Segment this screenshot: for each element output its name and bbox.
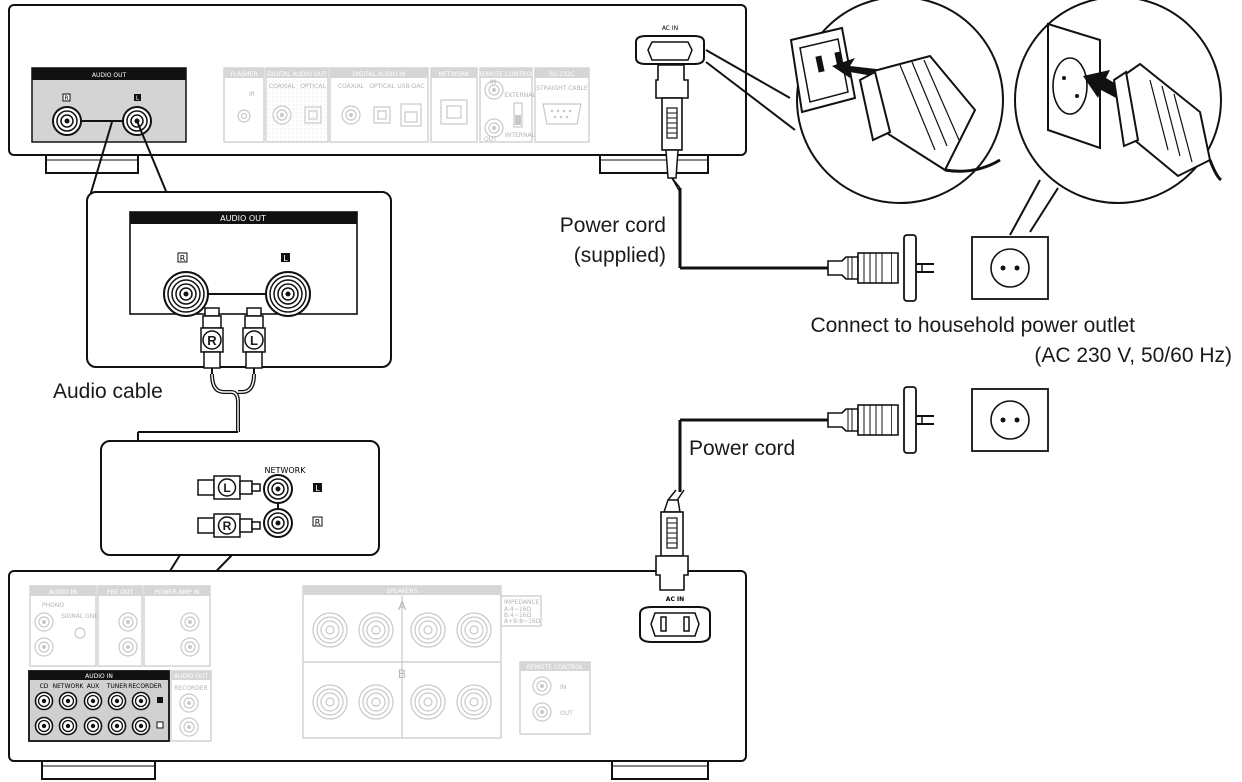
top-unit: AUDIO OUT R L FLASHER IR DIGITAL AUDIO O… (8, 4, 747, 174)
input-aux-label: AUX (87, 683, 100, 690)
top-ac-in: AC IN (635, 25, 705, 65)
speaker-b-label: B (398, 667, 406, 681)
phono-label: PHONO (42, 602, 64, 609)
bottom-audio-in-top-label: AUDIO IN (49, 589, 77, 596)
optical-out-label: OPTICAL (300, 83, 326, 90)
power-cord-label: Power cord (689, 437, 795, 460)
top-audio-out-panel: AUDIO OUT R L (31, 67, 187, 143)
input-recorder-label: RECORDER (128, 683, 162, 690)
input-tuner-label: TUNER (106, 683, 128, 690)
coaxial-out-label: COAXIAL (269, 83, 296, 90)
top-ch-r-label: R (64, 95, 68, 102)
connect-outlet-line2: (AC 230 V, 50/60 Hz) (1034, 344, 1232, 367)
bottom-audio-in-panel: AUDIO IN CD NETWORK AUX TUNER RECORDER (28, 670, 170, 742)
impedance-title: IMPEDANCE (504, 599, 540, 606)
zoom-audio-out-title: AUDIO OUT (220, 214, 266, 223)
recorder-out-label: RECORDER (174, 685, 208, 692)
network-l-plug: L (197, 475, 261, 500)
top-audio-out-r-jack (52, 106, 82, 136)
speaker-a-label: A (398, 599, 406, 613)
power-amp-in-label: POWER AMP IN (154, 589, 199, 596)
zoom-r-plug-label: R (207, 333, 217, 348)
zoom-r-jack (163, 271, 209, 317)
wall-plug-detail-callout (1009, 0, 1223, 236)
bottom-audio-in-label: AUDIO IN (85, 673, 113, 680)
top-audio-out-label: AUDIO OUT (92, 72, 127, 79)
zoom-network-r-jack (263, 508, 293, 538)
zoom-network: NETWORK L R L R (100, 440, 380, 556)
usb-dac-label: USB-DAC (397, 83, 424, 90)
impedance-b: B:4~16Ω (504, 612, 532, 619)
bottom-outlet (971, 388, 1049, 452)
straight-cable-label: STRAIGHT CABLE (536, 85, 588, 92)
bottom-remote-in-label: IN (560, 684, 566, 691)
network-label: NETWORK (439, 71, 471, 78)
bottom-power-cord (655, 418, 828, 591)
top-power-cord (655, 64, 828, 270)
ac-in-detail-callout (705, 0, 1004, 204)
zoom-audio-out: AUDIO OUT R L R L (86, 191, 392, 374)
zoom-network-l-jack (263, 474, 293, 504)
bottom-ac-in: AC IN (639, 596, 711, 643)
internal-label: INTERNAL (505, 132, 535, 139)
signal-gnd-label: SIGNAL GND (61, 613, 99, 620)
network-l-plug-label: L (223, 481, 230, 495)
rs232c-label: RS-232C (549, 71, 575, 78)
impedance-ab: A+B:8~16Ω (504, 618, 541, 625)
zoom-network-ch-l: L (315, 484, 320, 493)
foot-left (45, 154, 139, 174)
bottom-ac-in-label: AC IN (666, 596, 684, 603)
bottom-remote-control-label: REMOTE CONTROL (527, 664, 584, 671)
foot-right (599, 154, 709, 174)
power-cord-supplied-line1: Power cord (560, 214, 666, 237)
zoom-ch-r: R (180, 254, 186, 263)
top-mains-plug (827, 234, 935, 302)
network-r-plug-label: R (223, 519, 232, 533)
remote-in-label: IN (490, 79, 496, 86)
bottom-mains-plug (827, 386, 935, 454)
zoom-l-plug-label: L (250, 333, 258, 348)
zoom-ch-l: L (283, 254, 288, 263)
digital-out-label: DIGITAL AUDIO OUT (267, 71, 327, 78)
top-ch-l-label: L (136, 95, 140, 102)
ir-label: IR (249, 91, 255, 98)
audio-cable-label: Audio cable (53, 380, 163, 403)
input-network-label: NETWORK (53, 683, 85, 690)
power-cord-supplied-line2: (supplied) (574, 244, 666, 267)
top-ghost-sections: FLASHER IR DIGITAL AUDIO OUT COAXIAL OPT… (223, 67, 590, 143)
bottom-remote-out-label: OUT (560, 710, 573, 717)
zoom-network-title: NETWORK (265, 466, 307, 475)
top-ac-in-label: AC IN (662, 25, 678, 32)
bottom-foot-left (41, 760, 156, 780)
speakers-label: SPEAKERS (386, 588, 417, 595)
connect-outlet-line1: Connect to household power outlet (810, 314, 1135, 337)
top-outlet (971, 236, 1049, 300)
remote-out-label: OUT (484, 136, 497, 143)
bottom-foot-right (611, 760, 709, 780)
zoom-r-plug: R (200, 307, 224, 374)
optical-in-label: OPTICAL (369, 83, 395, 90)
pre-out-label: PRE OUT (107, 589, 134, 596)
network-r-plug: R (197, 513, 261, 538)
external-label: EXTERNAL (504, 92, 536, 99)
flasher-label: FLASHER (230, 71, 257, 78)
zoom-network-ch-r: R (315, 518, 321, 527)
digital-in-label: DIGITAL AUDIO IN (352, 71, 405, 78)
bottom-audio-out-label: AUDIO OUT (174, 673, 209, 680)
coaxial-in-label: COAXIAL (338, 83, 365, 90)
impedance-a: A:4~16Ω (504, 606, 532, 613)
bottom-unit: AUDIO IN PHONO SIGNAL GND PRE OUT POWER … (8, 570, 747, 780)
zoom-l-jack (265, 271, 311, 317)
speakers-section: SPEAKERS A B IMPEDANCE A:4~16Ω B:4~16Ω A… (302, 585, 542, 739)
remote-control-label: REMOTE CONTROL (478, 71, 535, 78)
input-cd-label: CD (40, 683, 49, 690)
zoom-l-plug: L (242, 307, 266, 374)
